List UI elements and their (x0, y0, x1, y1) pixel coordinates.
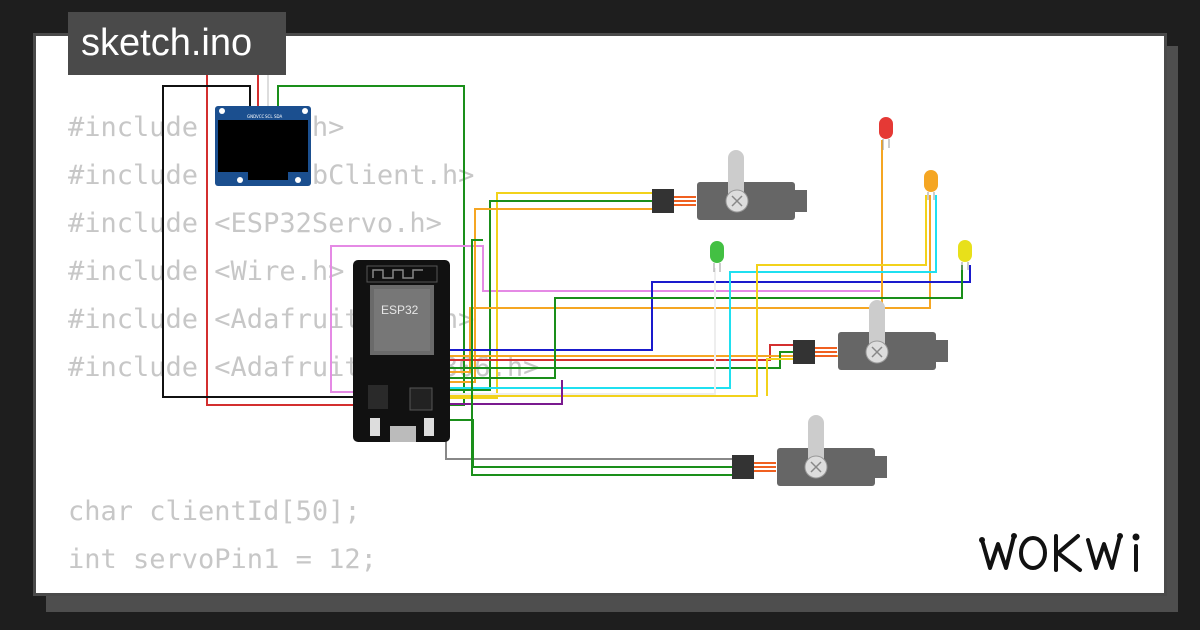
wire-white (267, 69, 285, 108)
wire-yellow2 (446, 195, 927, 397)
code-line: char clientId[50]; (68, 496, 361, 527)
servo-2 (793, 300, 948, 370)
oled-pin-scl: SCL (265, 114, 273, 119)
led-green (710, 241, 724, 272)
wire-purple (446, 380, 563, 405)
wire-pink (330, 245, 880, 393)
wire-white2 (446, 268, 716, 395)
code-line: #include <Wire.h> (68, 256, 345, 287)
led-orange (924, 170, 938, 200)
wire-yellow-s2 (766, 358, 794, 396)
wire-blue (446, 265, 971, 351)
wire-red-led2 (446, 140, 883, 357)
oled-pin-sda: SDA (274, 114, 283, 119)
wire-black (162, 85, 357, 398)
led-yellow (958, 240, 972, 270)
wire-red-led (446, 344, 794, 361)
code-line: #include <ESP32Servo.h> (68, 208, 442, 239)
esp32-board (353, 260, 450, 442)
servo-1 (652, 150, 807, 220)
servo-3 (732, 415, 887, 486)
wire-orange-s1 (446, 208, 654, 383)
wire-green2 (446, 265, 963, 379)
code-line: int servoPin2 = 14; (68, 584, 539, 593)
oled-pin-vcc: VCC (256, 114, 265, 119)
oled-display (215, 106, 311, 186)
wokwi-logo-icon[interactable] (978, 522, 1153, 580)
wire-green-s1 (446, 200, 654, 391)
code-line: int servoPin1 = 12; (68, 544, 377, 575)
wire-orange-led (446, 195, 931, 373)
esp32-label: ESP32 (381, 303, 419, 317)
oled-pin-gnd: GND (247, 114, 256, 119)
file-tab[interactable]: sketch.ino (68, 12, 286, 75)
wire-gray-s3 (445, 412, 733, 460)
wire-green-s3b (471, 239, 733, 476)
led-red (879, 117, 893, 150)
